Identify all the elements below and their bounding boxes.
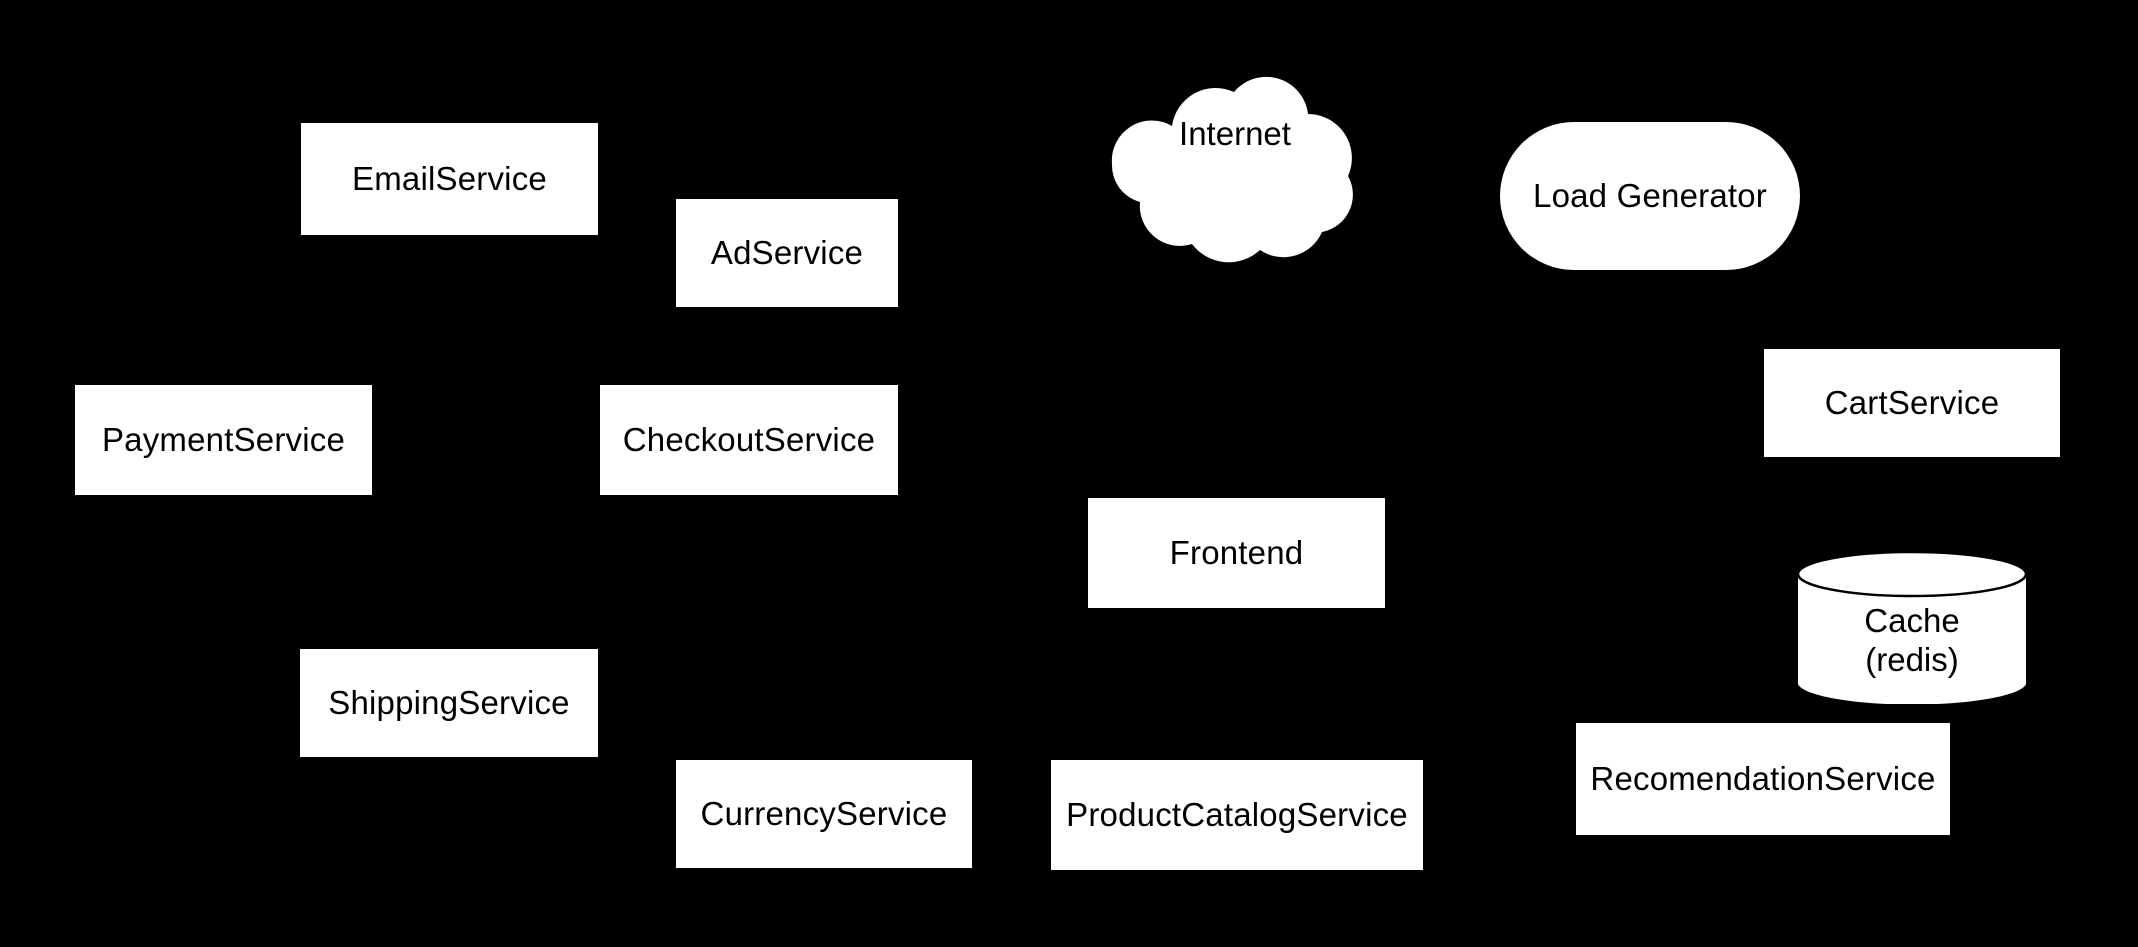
node-label-cart-service: CartService (1824, 383, 2000, 421)
node-label-payment-service: PaymentService (101, 420, 346, 458)
node-product-catalog-service[interactable]: ProductCatalogService (1051, 760, 1423, 870)
node-label-checkout-service: CheckoutService (622, 420, 876, 458)
node-checkout-service[interactable]: CheckoutService (600, 385, 898, 495)
node-label-product-catalog-service: ProductCatalogService (1066, 795, 1408, 833)
database-cylinder-icon (1798, 552, 2026, 704)
node-internet[interactable]: Internet (1080, 58, 1390, 274)
node-frontend[interactable]: Frontend (1088, 498, 1385, 608)
node-cache-redis[interactable]: Cache (redis) (1798, 552, 2026, 704)
node-email-service[interactable]: EmailService (301, 123, 598, 235)
node-label-email-service: EmailService (352, 159, 547, 197)
node-payment-service[interactable]: PaymentService (75, 385, 372, 495)
node-label-cache-redis: Cache (redis) (1864, 602, 1960, 678)
node-ad-service[interactable]: AdService (676, 199, 898, 307)
node-label-currency-service: CurrencyService (700, 794, 948, 832)
node-label-shipping-service: ShippingService (328, 683, 570, 721)
node-cart-service[interactable]: CartService (1764, 349, 2060, 457)
node-label-recomendation-service: RecomendationService (1590, 759, 1936, 797)
cloud-icon (1111, 76, 1353, 263)
node-recomendation-service[interactable]: RecomendationService (1576, 723, 1950, 835)
node-currency-service[interactable]: CurrencyService (676, 760, 972, 868)
node-label-frontend: Frontend (1169, 533, 1304, 571)
node-load-generator[interactable]: Load Generator (1500, 122, 1800, 270)
node-label-load-generator: Load Generator (1533, 176, 1767, 214)
node-shipping-service[interactable]: ShippingService (300, 649, 598, 757)
node-label-internet: Internet (1179, 115, 1291, 152)
node-label-ad-service: AdService (710, 233, 864, 271)
